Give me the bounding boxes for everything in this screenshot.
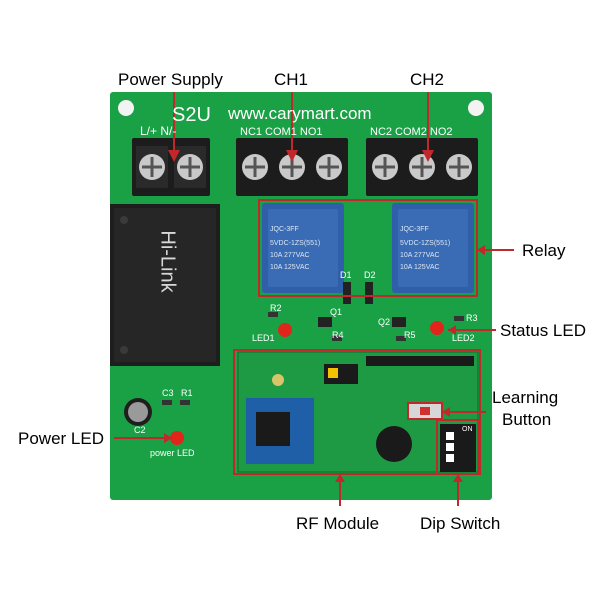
- relay-2-spec-2: 10A 277VAC: [400, 252, 440, 259]
- relay-1: [262, 203, 344, 293]
- dip-switch: [440, 424, 476, 472]
- relay-label: Relay: [522, 241, 566, 260]
- ch2-terminal-block: [366, 138, 478, 196]
- resistor-r5: [396, 336, 406, 341]
- callout-arrowheads: [164, 150, 485, 482]
- resistor-r2: [268, 312, 278, 317]
- learning-button-label-line-1: Learning: [492, 388, 559, 407]
- capacitor-c2: [124, 398, 152, 426]
- led2-silk: LED2: [452, 333, 475, 343]
- r3-silk: R3: [466, 313, 478, 323]
- r4-silk: R4: [332, 330, 344, 340]
- led1-silk: LED1: [252, 333, 275, 343]
- status-led-2: [430, 321, 444, 335]
- r2-silk: R2: [270, 303, 282, 313]
- relay-2-spec-1: 5VDC-1ZS(551): [400, 240, 451, 247]
- website-silk: www.carymart.com: [228, 104, 372, 123]
- power-led: [170, 431, 184, 445]
- power-supply-module: [110, 204, 220, 366]
- resistor-r1: [180, 400, 190, 405]
- rf-module-label: RF Module: [296, 514, 380, 533]
- model-silk: S2U: [172, 104, 211, 126]
- capacitor-c3: [162, 400, 172, 405]
- ch1-terminal-silk: NC1 COM1 NO1: [240, 126, 323, 138]
- transistor-q1: [318, 317, 332, 327]
- ch2-label: CH2: [410, 70, 445, 89]
- power-supply-label: Power Supply: [118, 70, 223, 89]
- status-led-1: [278, 323, 292, 337]
- learning-button-label-line-2: Button: [502, 410, 552, 429]
- callout-leaders: [114, 92, 514, 506]
- relay-1-spec-3: 10A 125VAC: [270, 264, 310, 271]
- dip-switch-label: Dip Switch: [420, 514, 501, 533]
- transistor-q2: [392, 317, 406, 327]
- relay-1-spec-2: 10A 277VAC: [270, 252, 310, 259]
- mounting-hole: [118, 100, 134, 116]
- ch1-label: CH1: [274, 70, 309, 89]
- pin-header: [366, 356, 474, 366]
- q1-silk: Q1: [330, 307, 343, 317]
- rf-module: [237, 351, 479, 473]
- relay-2-brand: JQC-3FF: [400, 226, 429, 233]
- diode-d1: [343, 282, 351, 304]
- status-led-label: Status LED: [500, 321, 586, 340]
- q2-silk: Q2: [378, 317, 391, 327]
- d2-silk: D2: [364, 270, 376, 280]
- relay-1-brand: JQC-3FF: [270, 226, 299, 233]
- relay-1-spec-1: 5VDC-1ZS(551): [270, 240, 321, 247]
- psu-brand-text: Hi-Link: [156, 230, 179, 293]
- resistor-r3: [454, 316, 464, 321]
- diode-d2: [365, 282, 373, 304]
- power-led-label: Power LED: [18, 429, 104, 448]
- ch1-terminal-block: [236, 138, 348, 196]
- r5-silk: R5: [404, 330, 416, 340]
- resistor-r4: [332, 336, 342, 341]
- c2-silk: C2: [134, 425, 146, 435]
- power-terminal-silk: L/+ N/-: [140, 124, 177, 138]
- ch2-terminal-silk: NC2 COM2 NO2: [370, 126, 453, 138]
- r1-silk: R1: [181, 388, 193, 398]
- d1-silk: D1: [340, 270, 352, 280]
- power-terminal-block: [132, 138, 210, 196]
- mounting-hole: [468, 100, 484, 116]
- relay-callout-box: [258, 199, 478, 297]
- c3-silk: C3: [162, 388, 174, 398]
- relay-2: [392, 203, 474, 293]
- power-led-silk: power LED: [150, 448, 195, 458]
- relay-2-spec-3: 10A 125VAC: [400, 264, 440, 271]
- dip-on-silk: ON: [462, 426, 473, 433]
